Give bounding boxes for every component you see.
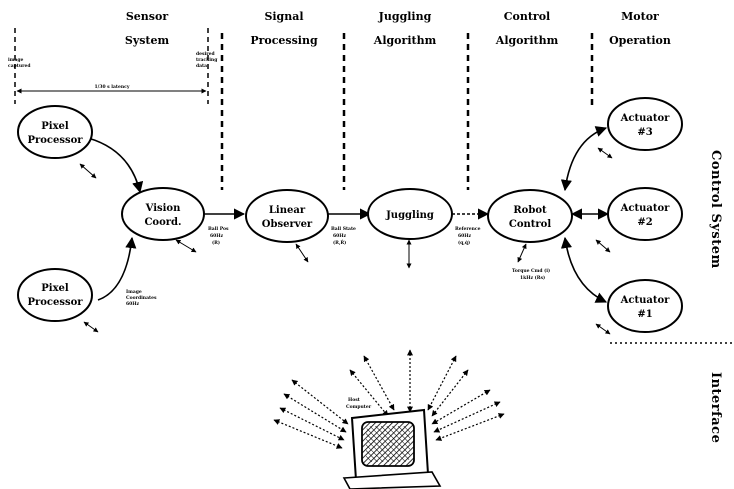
node-act1-line2: #1 — [637, 309, 652, 320]
node-actuator-1: Actuator #1 — [608, 280, 682, 332]
node-pixel-top-line1: Pixel — [41, 121, 69, 132]
image-coord-line1: Image — [126, 289, 142, 295]
image-captured-line2: captured — [8, 63, 31, 69]
header-control-line1: Control — [504, 10, 550, 23]
node-act1-line1: Actuator — [620, 295, 671, 306]
header-signal-processing: Signal Processing — [250, 10, 318, 47]
edge-pixel-top-vision — [88, 138, 140, 192]
header-juggling-algorithm: Juggling Algorithm — [373, 10, 437, 47]
latency-label: 1/30 s latency — [95, 84, 130, 90]
node-pixel-processor-top: Pixel Processor — [18, 106, 92, 158]
desired-tracking-line2: tracking — [196, 57, 218, 63]
juggling-out-line1: Reference — [455, 226, 481, 232]
host-computer-icon: Host Computer — [344, 397, 440, 489]
node-pixel-top-line2: Processor — [27, 135, 83, 146]
juggling-out-line3: (q,q̇) — [458, 239, 470, 246]
edge-robot-act1 — [565, 238, 606, 302]
node-actuator-2: Actuator #2 — [608, 188, 682, 240]
vision-out-line1: Ball Pos — [208, 226, 229, 232]
control-system-label: Control System — [708, 150, 723, 269]
header-juggling-line1: Juggling — [378, 10, 432, 23]
header-motor-operation: Motor Operation — [609, 10, 671, 47]
desired-tracking-line3: data — [196, 63, 207, 69]
header-sensor-line2: System — [125, 34, 170, 47]
node-vision-line2: Coord. — [144, 217, 181, 228]
image-coord-line3: 60Hz — [126, 301, 140, 307]
node-vision-line1: Vision — [145, 203, 181, 214]
node-observer-line1: Linear — [269, 205, 306, 216]
node-act2-line2: #2 — [637, 217, 652, 228]
node-act2-line1: Actuator — [620, 203, 671, 214]
observer-out-line2: 60Hz — [333, 233, 347, 239]
header-sensor-system: Sensor System — [125, 10, 170, 47]
node-robot-line2: Control — [509, 219, 551, 230]
node-actuator-3: Actuator #3 — [608, 98, 682, 150]
node-act3-line1: Actuator — [620, 113, 671, 124]
node-pixel-bottom-line2: Processor — [27, 297, 83, 308]
node-vision-coord: Vision Coord. — [122, 188, 204, 240]
vision-out-line2: 60Hz — [210, 233, 224, 239]
header-control-line2: Algorithm — [495, 34, 559, 47]
observer-out-line3: (R,Ṙ) — [333, 239, 346, 246]
header-signal-line2: Processing — [250, 34, 318, 47]
observer-out-line1: Ball State — [331, 226, 356, 232]
desired-tracking-line1: desired — [196, 51, 215, 57]
node-observer-line2: Observer — [262, 219, 313, 230]
header-signal-line1: Signal — [264, 10, 303, 23]
image-coord-line2: Coordinates — [126, 295, 157, 301]
image-captured-line1: image — [8, 57, 24, 63]
edge-robot-act3 — [565, 128, 606, 190]
node-linear-observer: Linear Observer — [246, 190, 328, 242]
node-juggling: Juggling — [368, 189, 452, 239]
node-pixel-processor-bottom: Pixel Processor — [18, 269, 92, 321]
edge-annotations: Ball Pos 60Hz (R) Ball State 60Hz (R,Ṙ) … — [126, 226, 550, 307]
header-juggling-line2: Algorithm — [373, 34, 437, 47]
latency-span: 1/30 s latency image captured desired tr… — [8, 28, 218, 104]
stage-dividers — [222, 33, 592, 190]
header-control-algorithm: Control Algorithm — [495, 10, 559, 47]
node-robot-line1: Robot — [513, 205, 547, 216]
header-motor-line2: Operation — [609, 34, 671, 47]
header-sensor-line1: Sensor — [126, 10, 168, 23]
juggling-out-line2: 60Hz — [458, 233, 472, 239]
node-act3-line2: #3 — [637, 127, 652, 138]
header-motor-line1: Motor — [621, 10, 659, 23]
host-computer-line1: Host — [348, 397, 361, 403]
node-pixel-bottom-line1: Pixel — [41, 283, 69, 294]
vision-out-line3: (R) — [212, 239, 220, 246]
torque-cmd-line2: 1kHz (Rs) — [520, 274, 545, 281]
torque-cmd-line1: Torque Cmd (i) — [512, 267, 550, 274]
interface-label: Interface — [708, 372, 723, 443]
node-robot-control: Robot Control — [488, 190, 572, 242]
host-computer-line2: Computer — [346, 404, 372, 410]
node-juggling-label: Juggling — [385, 210, 434, 221]
